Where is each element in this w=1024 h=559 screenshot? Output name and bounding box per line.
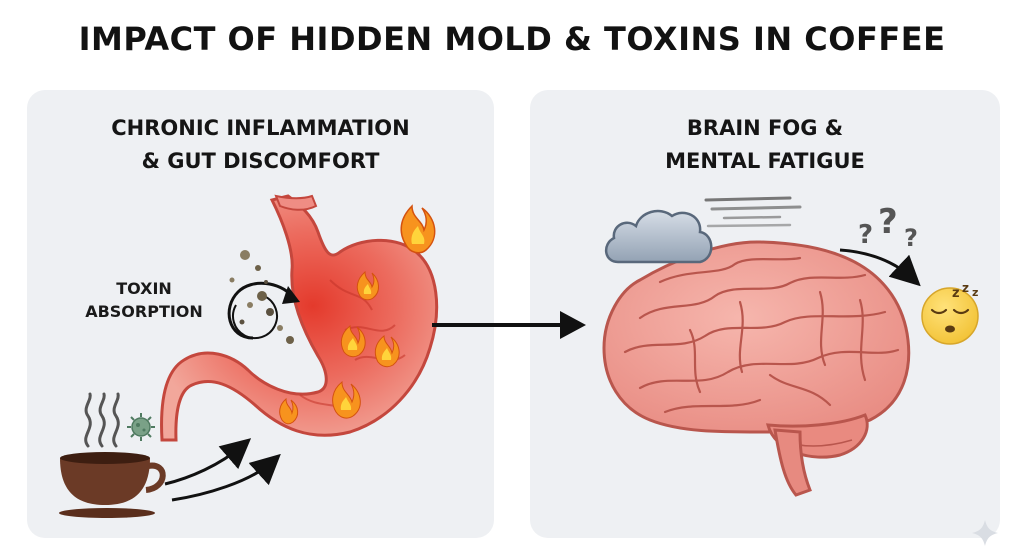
flame-icon <box>340 324 366 358</box>
left-heading-line-1: CHRONIC INFLAMMATION <box>111 116 410 140</box>
brain-icon <box>602 240 911 497</box>
virus-icon <box>127 413 155 441</box>
right-heading-line-1: BRAIN FOG & <box>686 116 844 140</box>
arrow-icon <box>432 311 586 339</box>
question-mark-icon: ? <box>878 202 898 242</box>
page-title: IMPACT OF HIDDEN MOLD & TOXINS IN COFFEE <box>78 20 946 58</box>
stomach-icon <box>160 194 439 442</box>
flame-icon <box>374 334 400 368</box>
arrow-icon <box>171 453 281 502</box>
toxin-label-line-2: ABSORPTION <box>85 302 203 321</box>
toxin-absorption-label: TOXIN ABSORPTION <box>74 277 214 323</box>
question-mark-icon: ? <box>858 220 873 250</box>
cloud-icon <box>605 209 713 264</box>
toxin-swirl-icon <box>227 250 300 344</box>
left-panel-heading: CHRONIC INFLAMMATION & GUT DISCOMFORT <box>27 112 494 178</box>
sleep-zzz-icon-3: z <box>972 286 978 299</box>
arrow-icon <box>164 438 252 486</box>
flame-icon <box>400 204 436 254</box>
fog-icon <box>704 196 802 228</box>
arrow-icon <box>839 248 921 287</box>
steam-icon <box>84 392 120 448</box>
coffee-cup-icon <box>59 452 166 518</box>
toxin-label-line-1: TOXIN <box>116 279 172 298</box>
flame-icon <box>356 270 379 301</box>
sleep-zzz-icon-2: z <box>962 281 969 295</box>
flame-icon <box>332 380 361 419</box>
sparkle-icon <box>972 520 998 546</box>
flame-icon <box>279 397 299 425</box>
right-panel-heading: BRAIN FOG & MENTAL FATIGUE <box>530 112 1000 178</box>
question-mark-icon: ? <box>904 224 918 252</box>
left-heading-line-2: & GUT DISCOMFORT <box>141 149 380 173</box>
sleepy-face-icon: z z z <box>921 281 979 345</box>
right-heading-line-2: MENTAL FATIGUE <box>665 149 865 173</box>
sleep-zzz-icon: z <box>952 286 960 301</box>
